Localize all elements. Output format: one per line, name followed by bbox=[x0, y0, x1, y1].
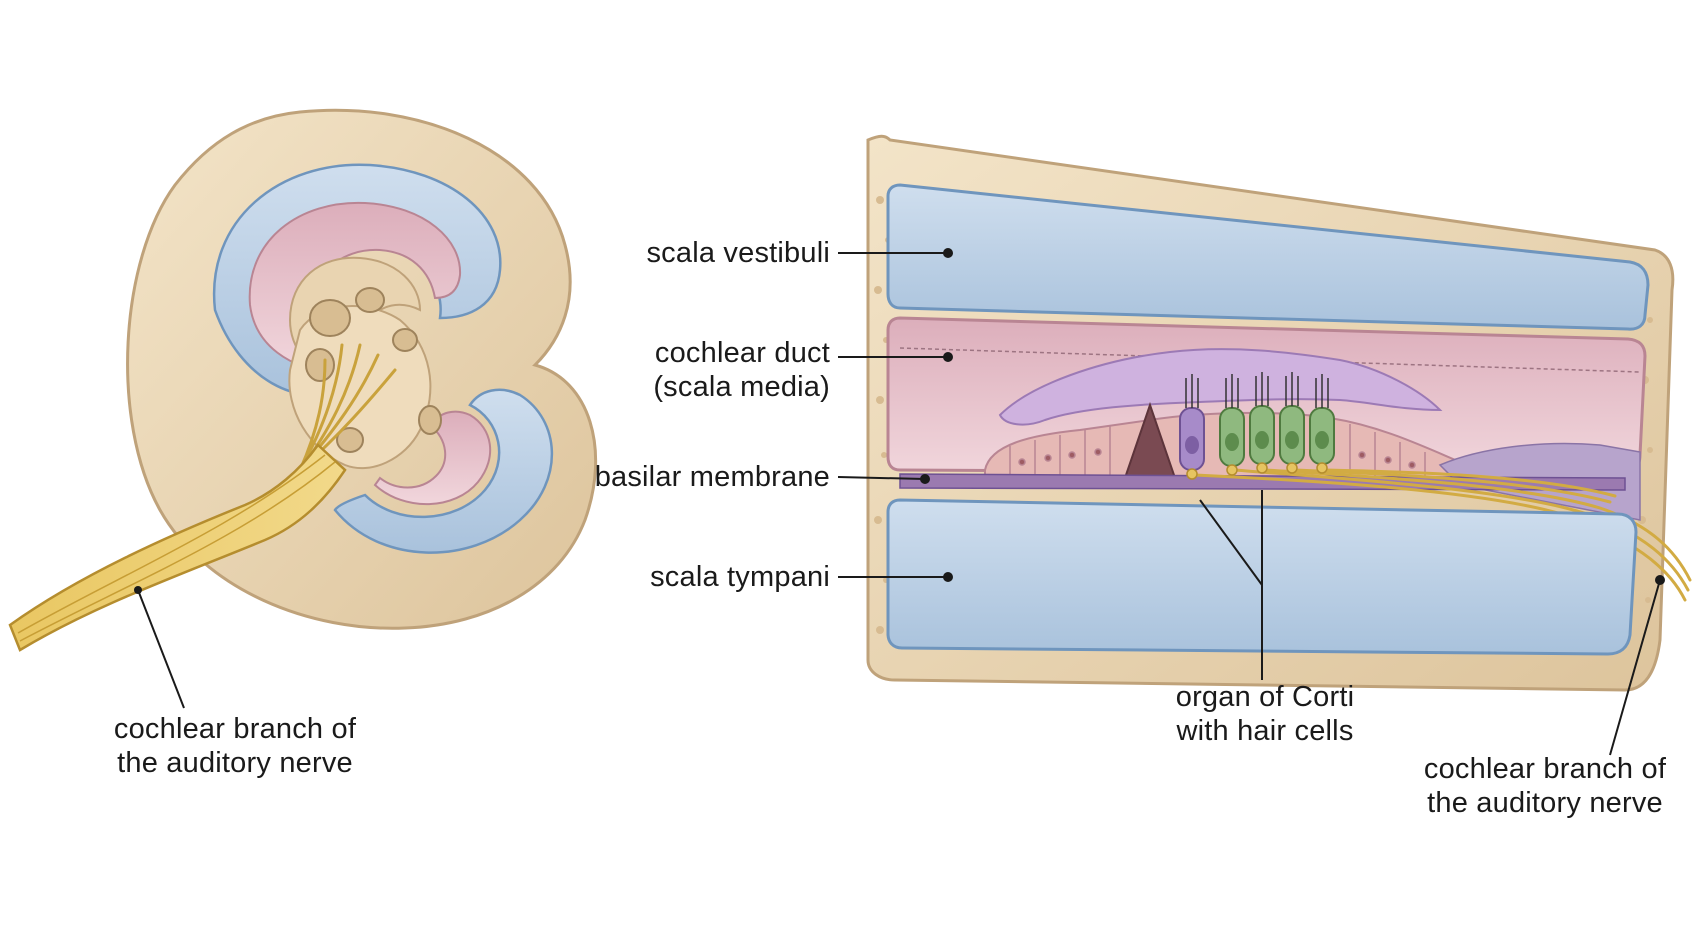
modiolus-canal bbox=[309, 299, 351, 337]
label-basilar-membrane: basilar membrane bbox=[594, 461, 830, 493]
leader-basilar-membrane bbox=[837, 476, 926, 480]
label-organ-of-corti-line1: organ of Corti bbox=[1175, 681, 1355, 713]
leader-left-nerve bbox=[137, 589, 185, 709]
nerve-strands-left bbox=[17, 454, 336, 642]
leader-dot-left-nerve bbox=[134, 586, 142, 594]
leader-lines bbox=[837, 248, 1665, 756]
label-right-nerve-line2: the auditory nerve bbox=[1427, 787, 1663, 819]
outer-hair-cell bbox=[1279, 372, 1305, 465]
lower-scala-tympani bbox=[333, 388, 554, 554]
label-left-nerve: cochlear branch of the auditory nerve bbox=[85, 712, 385, 780]
label-scala-vestibuli: scala vestibuli bbox=[646, 237, 830, 269]
outer-hair-cell bbox=[1309, 374, 1335, 465]
leader-dot-right-nerve bbox=[1655, 575, 1665, 585]
modiolus-canal bbox=[392, 328, 418, 352]
scala-vestibuli bbox=[886, 183, 1650, 331]
label-right-nerve-line1: cochlear branch of bbox=[1423, 753, 1667, 785]
nerve-endings bbox=[1186, 462, 1328, 480]
nerve-fibers-right bbox=[1193, 468, 1692, 602]
label-organ-of-corti-line2: with hair cells bbox=[1176, 715, 1354, 747]
label-left-nerve-line2: the auditory nerve bbox=[117, 747, 353, 779]
leader-dot-scala-tympani bbox=[943, 572, 953, 582]
label-organ-of-corti: organ of Corti with hair cells bbox=[1130, 680, 1400, 748]
label-scala-tympani: scala tympani bbox=[650, 561, 830, 593]
cochlear-nerve-bundle-left bbox=[8, 443, 347, 652]
label-cochlear-duct: cochlear duct (scala media) bbox=[560, 336, 830, 404]
lower-cochlear-duct bbox=[373, 410, 492, 506]
leader-dot-scala-vestibuli bbox=[943, 248, 953, 258]
duct-cross-section bbox=[837, 134, 1692, 756]
modiolus-canal bbox=[355, 287, 385, 313]
leader-organ-of-corti-a bbox=[1199, 499, 1263, 586]
modiolus-canal bbox=[336, 427, 364, 453]
modiolus-canal bbox=[418, 405, 442, 435]
modiolus-canal bbox=[305, 348, 335, 382]
leader-right-nerve bbox=[1609, 579, 1661, 756]
tectorial-membrane bbox=[998, 348, 1443, 426]
reissner-membrane bbox=[899, 347, 1641, 373]
label-left-nerve-line1: cochlear branch of bbox=[113, 713, 357, 745]
outer-hair-cell bbox=[1249, 372, 1275, 465]
cochlea-cross-section bbox=[8, 108, 598, 709]
outer-hair-cells bbox=[1219, 372, 1335, 467]
label-right-nerve: cochlear branch of the auditory nerve bbox=[1405, 752, 1685, 820]
label-cochlear-duct-line2: (scala media) bbox=[653, 371, 830, 403]
label-cochlear-duct-line1: cochlear duct bbox=[654, 337, 830, 369]
leader-dot-basilar-membrane bbox=[920, 474, 930, 484]
leader-dot-cochlear-duct bbox=[943, 352, 953, 362]
